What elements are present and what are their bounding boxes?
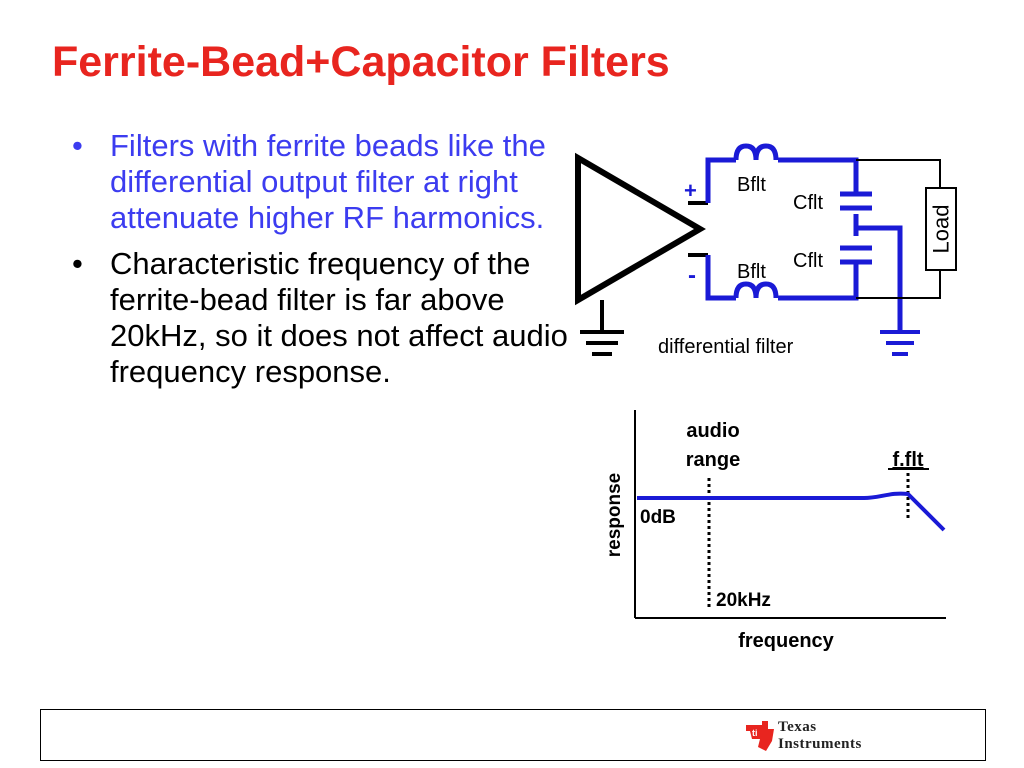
bullet-dot: • [72,128,83,163]
svg-text:ti: ti [752,728,758,738]
cap-top-label: Cflt [793,192,823,214]
amplifier-triangle [575,152,706,306]
zero-db-label: 0dB [640,507,676,528]
fflt-label: f.flt [892,449,923,471]
bullet-list: • Filters with ferrite beads like the di… [72,128,572,400]
minus-sign: - [688,262,696,289]
circuit-and-plot: + - Load Bflt Bflt Cflt Cflt diff [575,143,957,652]
bullet-text: Characteristic frequency of the ferrite-… [110,246,568,389]
response-curve [637,491,946,532]
ground-icon [880,330,920,356]
bullet-text: Filters with ferrite beads like the diff… [110,128,546,235]
footer-bar [40,709,986,761]
brand-line-1: Texas [778,719,817,735]
circuit-caption: differential filter [658,336,794,358]
plot-xlabel: frequency [738,630,834,652]
bullet-dot: • [72,246,83,281]
audio-label-line1: audio [686,420,739,442]
plot-ylabel: response [604,473,625,557]
cap-bottom-label: Cflt [793,250,823,272]
capacitor-top-icon [840,191,872,211]
ground-icon [580,330,624,356]
brand-line-2: Instruments [778,736,862,752]
load-box [925,187,957,271]
bead-bottom-label: Bflt [737,261,766,283]
plus-sign: + [684,178,697,203]
bullet-item: • Characteristic frequency of the ferrit… [72,246,572,390]
ti-logo-icon: ti [746,721,774,751]
slide-title: Ferrite-Bead+Capacitor Filters [52,38,670,86]
khz-label: 20kHz [716,590,771,611]
audio-label-line2: range [686,449,740,471]
ferrite-bead-top-icon [733,143,779,161]
ferrite-bead-bottom-icon [733,281,779,299]
bullet-item: • Filters with ferrite beads like the di… [72,128,572,236]
load-label: Load [929,205,954,254]
bead-top-label: Bflt [737,174,766,196]
plot-axes [634,410,946,619]
capacitor-bottom-icon [840,245,872,265]
